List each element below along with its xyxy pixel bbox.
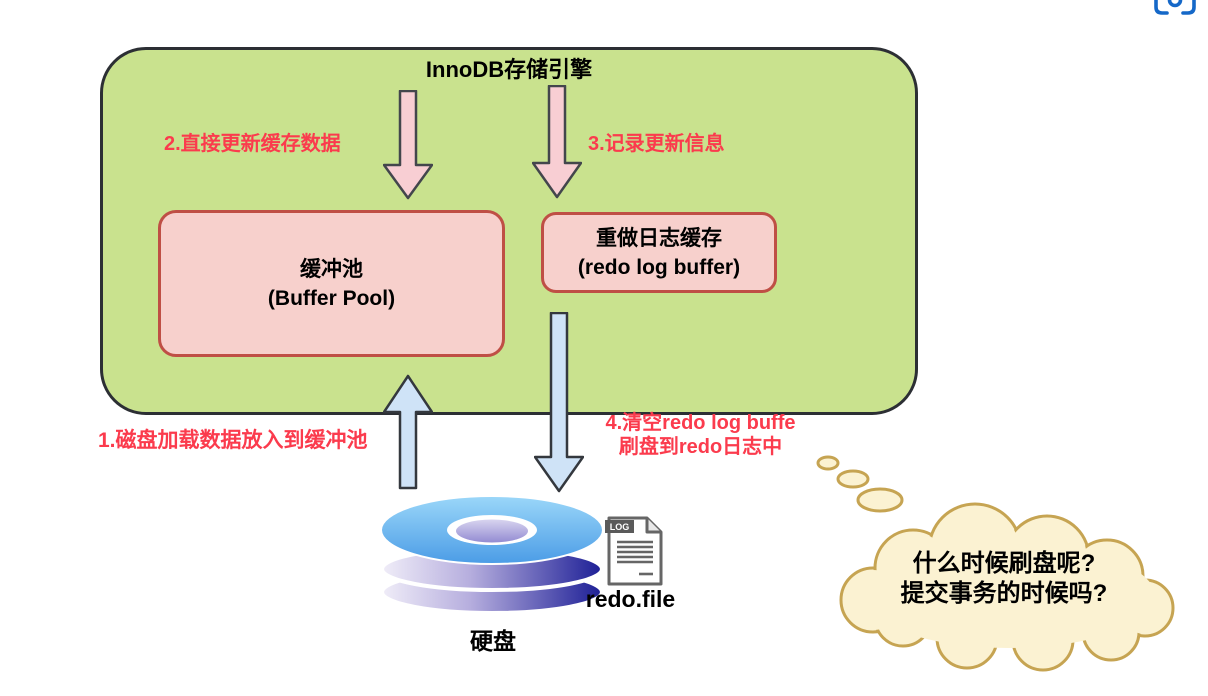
step1-up-arrow-icon [383, 374, 433, 490]
engine-title: InnoDB存储引擎 [425, 57, 593, 82]
hard-disk-label: 硬盘 [470, 628, 516, 654]
redo-log-buffer-subtitle: (redo log buffer) [577, 255, 741, 279]
step4-down-arrow-icon [534, 312, 584, 493]
log-badge: LOG [610, 522, 630, 532]
buffer-pool-subtitle: (Buffer Pool) [267, 286, 396, 310]
redo-file-label: redo.file [585, 586, 676, 612]
step2-label: 2.直接更新缓存数据 [164, 133, 341, 155]
step4-label: 4.清空redo log buffe 刷盘到redo日志中 [588, 411, 813, 459]
redo-log-buffer-name: 重做日志缓存 [596, 226, 722, 250]
thought-line1: 什么时候刷盘呢? [912, 550, 1096, 577]
redo-log-file-icon: LOG [605, 516, 663, 586]
buffer-pool-name: 缓冲池 [300, 257, 363, 281]
buffer-pool-box: 缓冲池 (Buffer Pool) [158, 210, 505, 357]
step2-down-arrow-icon [383, 90, 433, 200]
step3-label: 3.记录更新信息 [588, 133, 725, 155]
step3-down-arrow-icon [532, 85, 582, 199]
thought-bubble-icon [816, 455, 1175, 672]
hard-disk-icon [380, 495, 604, 615]
step4-label-line2: 刷盘到redo日志中 [618, 436, 783, 458]
corner-frame-icon[interactable] [1154, 0, 1196, 20]
thought-line2: 提交事务的时候吗? [900, 580, 1108, 607]
redo-log-buffer-box: 重做日志缓存 (redo log buffer) [541, 212, 777, 293]
step1-label: 1.磁盘加载数据放入到缓冲池 [98, 429, 368, 452]
thought-bubble-text: 什么时候刷盘呢? 提交事务的时候吗? [858, 549, 1150, 609]
step4-label-line1: 4.清空redo log buffe [605, 412, 796, 434]
